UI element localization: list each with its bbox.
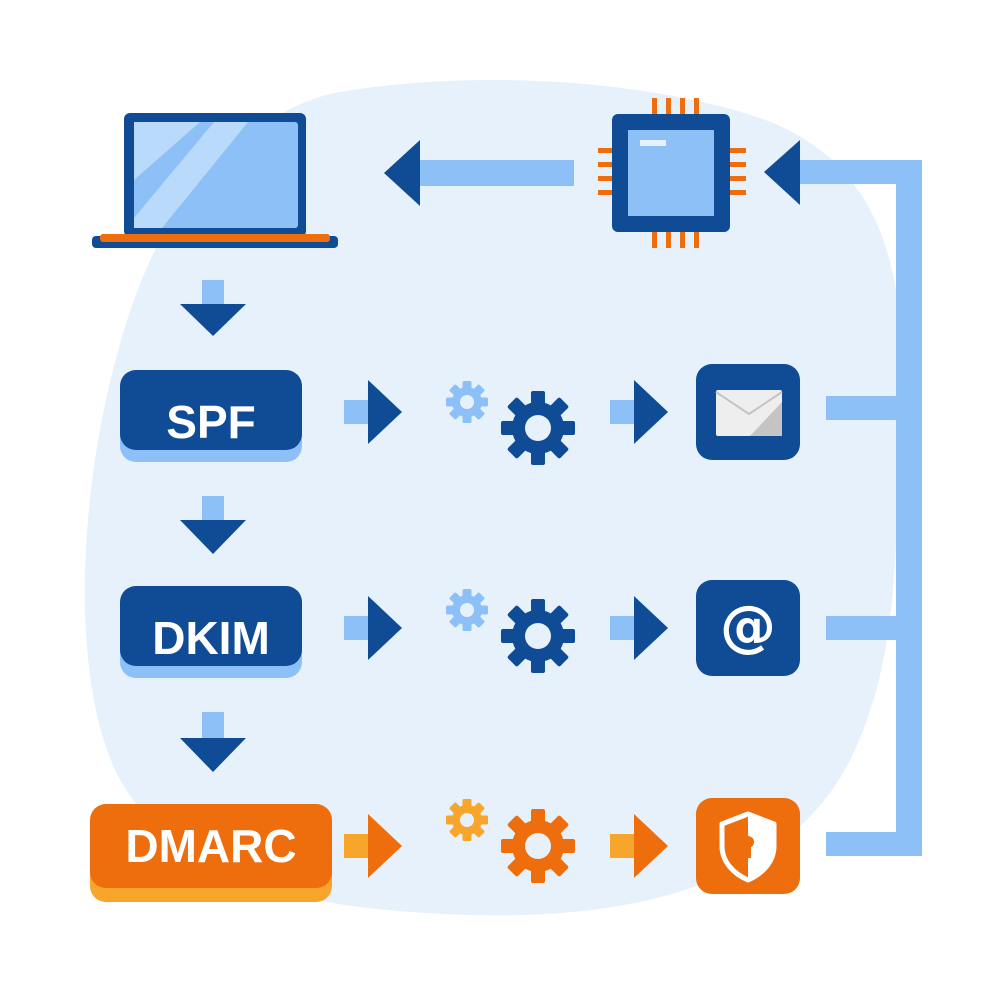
arrow-spf-to-gears: [344, 380, 402, 444]
dkim-label: DKIM: [152, 612, 270, 664]
arrow-dkim-to-gears: [344, 596, 402, 660]
arrow-gears-to-shield: [610, 814, 668, 878]
shield-lock-icon: [696, 798, 800, 894]
arrow-spf-to-dkim: [180, 496, 246, 554]
envelope-icon: [696, 364, 800, 460]
arrow-chip-to-laptop: [384, 140, 574, 206]
arrow-gears-to-envelope: [610, 380, 668, 444]
arrow-into-chip: [764, 140, 800, 205]
gears-icon-spf: [446, 381, 575, 465]
dmarc-label: DMARC: [125, 820, 296, 872]
gears-icon-dkim: [446, 589, 575, 673]
at-symbol: @: [720, 594, 776, 659]
dmarc-step: DMARC: [90, 804, 332, 902]
arrow-dmarc-to-gears: [344, 814, 402, 878]
spf-label: SPF: [166, 396, 255, 448]
laptop-icon: [92, 113, 338, 248]
dkim-step: DKIM: [120, 586, 302, 678]
feedback-connector: [790, 160, 922, 856]
cpu-chip-icon: [598, 98, 746, 248]
arrow-gears-to-at: [610, 596, 668, 660]
spf-step: SPF: [120, 370, 302, 462]
arrow-dkim-to-dmarc: [180, 712, 246, 772]
arrow-laptop-to-spf: [180, 280, 246, 336]
background-blob: [84, 79, 901, 916]
gears-icon-dmarc: [446, 799, 575, 883]
at-sign-icon: @: [696, 580, 800, 676]
